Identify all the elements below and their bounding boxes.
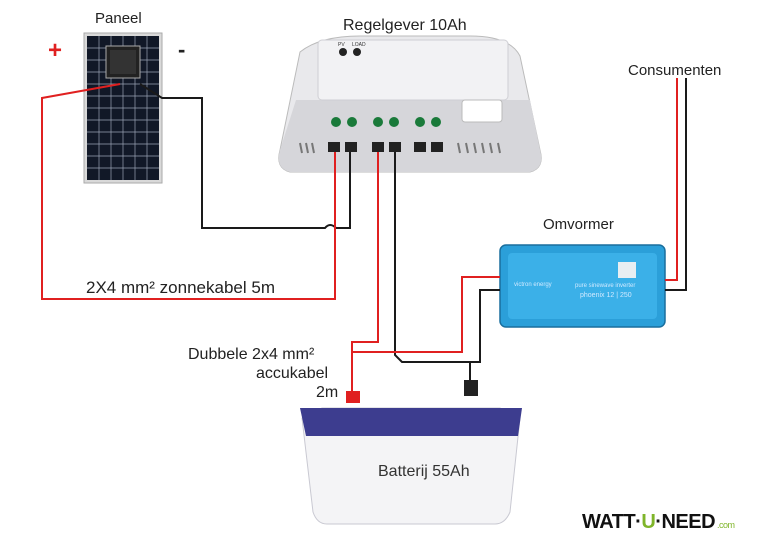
battery-cable-label-line2: accukabel bbox=[256, 365, 329, 382]
battery-label: Batterij 55Ah bbox=[378, 463, 470, 480]
positive-sign: + bbox=[48, 37, 63, 64]
inverter-model-line1: pure sinewave inverter bbox=[575, 283, 636, 289]
solar-cable-label: 2X4 mm² zonnekabel 5m bbox=[86, 278, 275, 297]
brand-part1: WATT· bbox=[582, 511, 642, 533]
charge-controller bbox=[278, 35, 542, 173]
controller-terminals bbox=[328, 142, 443, 152]
brand-logo: WATT·U·NEED.com bbox=[582, 511, 735, 534]
positive-wires bbox=[41, 78, 678, 391]
battery-cable-label-line1: Dubbele 2x4 mm² bbox=[188, 346, 315, 363]
inverter-label: Omvormer bbox=[543, 216, 614, 233]
brand-part2: U bbox=[641, 511, 656, 533]
inverter-brand-text: victron energy bbox=[514, 282, 552, 288]
controller-leds bbox=[331, 48, 441, 127]
controller-label: Regelgever 10Ah bbox=[343, 17, 467, 34]
brand-part3: ·NEED bbox=[655, 511, 716, 533]
negative-wires bbox=[139, 78, 687, 380]
panel-label: Paneel bbox=[95, 10, 142, 27]
consumers-label: Consumenten bbox=[628, 62, 722, 79]
inverter bbox=[499, 244, 666, 328]
inverter-model-line2: phoenix 12 | 250 bbox=[580, 292, 632, 299]
battery bbox=[300, 380, 522, 525]
brand-suffix: .com bbox=[717, 520, 735, 530]
negative-sign: - bbox=[178, 37, 186, 62]
controller-load-mark: LOAD bbox=[352, 42, 366, 48]
battery-cable-label-line3: 2m bbox=[316, 384, 339, 401]
solar-panel bbox=[83, 32, 163, 184]
controller-pv-mark: PV bbox=[338, 42, 345, 48]
